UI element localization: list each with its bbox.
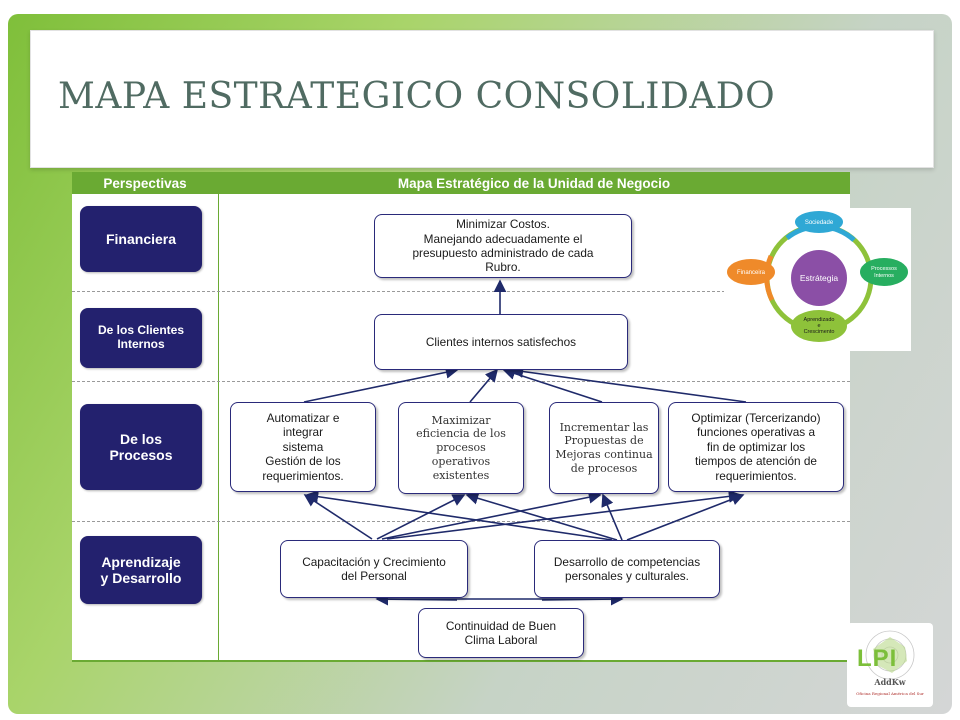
node-label: Aprendizado [804,317,835,323]
cycle-center [791,250,847,306]
objective-optimize-outsourcing: Optimizar (Tercerizando) funciones opera… [668,402,844,492]
arrow [303,366,459,403]
arrow [381,490,602,540]
row-divider [72,381,850,382]
objective-automate-systems: Automatizar e integrar sistema Gestión d… [230,402,376,492]
logo-name: AddKw [874,677,906,687]
logo-radar-icon [865,630,915,680]
arrow [305,490,613,541]
node-label: Processos [871,266,897,272]
objective-training-growth: Capacitación y Crecimiento del Personal [280,540,468,598]
objective-work-climate: Continuidad de Buen Clima Laboral [418,608,584,658]
node-label: Sociedade [805,220,834,226]
node-label: Crescimento [804,329,835,335]
perspective-clients: De los Clientes Internos [80,308,202,368]
arrow [465,492,618,541]
objective-minimize-costs: Minimizar Costos. Manejando adecuadament… [374,214,632,278]
strategy-cycle-diagram: Estrátegia Sociedade Processos Internos … [724,208,911,351]
header-strategy-map: Mapa Estratégico de la Unidad de Negocio [218,172,850,194]
row-divider [72,291,850,292]
node-financeira [727,259,775,285]
bottom-border [72,660,850,662]
arrow [386,490,742,540]
objective-continuous-improvement: Incrementar las Propuestas de Mejoras co… [549,402,659,494]
perspective-learning: Aprendizaje y Desarrollo [80,536,202,604]
objective-competency-development: Desarrollo de competencias personales y … [534,540,720,598]
arrow [376,494,466,540]
row-divider [72,521,850,522]
node-sociedade [795,211,843,233]
arrow [469,368,499,403]
arrow [510,365,747,403]
header-perspectives: Perspectivas [72,172,218,194]
perspective-financial: Financiera [80,206,202,272]
objective-maximize-efficiency: Maximizar eficiencia de los procesos ope… [398,402,524,494]
perspective-processes: De los Procesos [80,404,202,490]
lpi-logo: LPI AddKw Oficina Regional América del S… [847,623,933,707]
logo-brand: LPI [857,645,898,672]
arrow [601,493,623,541]
arrow [626,493,745,541]
node-processos [860,258,908,286]
arrows [303,279,747,606]
arrow [303,494,373,540]
title-box [30,30,934,168]
node-label: Financeira [737,270,766,276]
node-label: Internos [874,273,894,279]
node-aprendizado [791,310,847,342]
slide-title: MAPA ESTRATEGICO CONSOLIDADO [58,76,776,117]
objective-satisfied-clients: Clientes internos satisfechos [374,314,628,370]
cycle-graphic: Estrátegia Sociedade Processos Internos … [727,211,908,342]
logo-caption: Oficina Regional América del Sur [856,691,924,696]
node-label: e [817,323,820,329]
strategy-map: Perspectivas Mapa Estratégico de la Unid… [72,172,850,662]
cycle-center-label: Estrátegia [800,273,839,283]
column-divider [218,194,219,662]
